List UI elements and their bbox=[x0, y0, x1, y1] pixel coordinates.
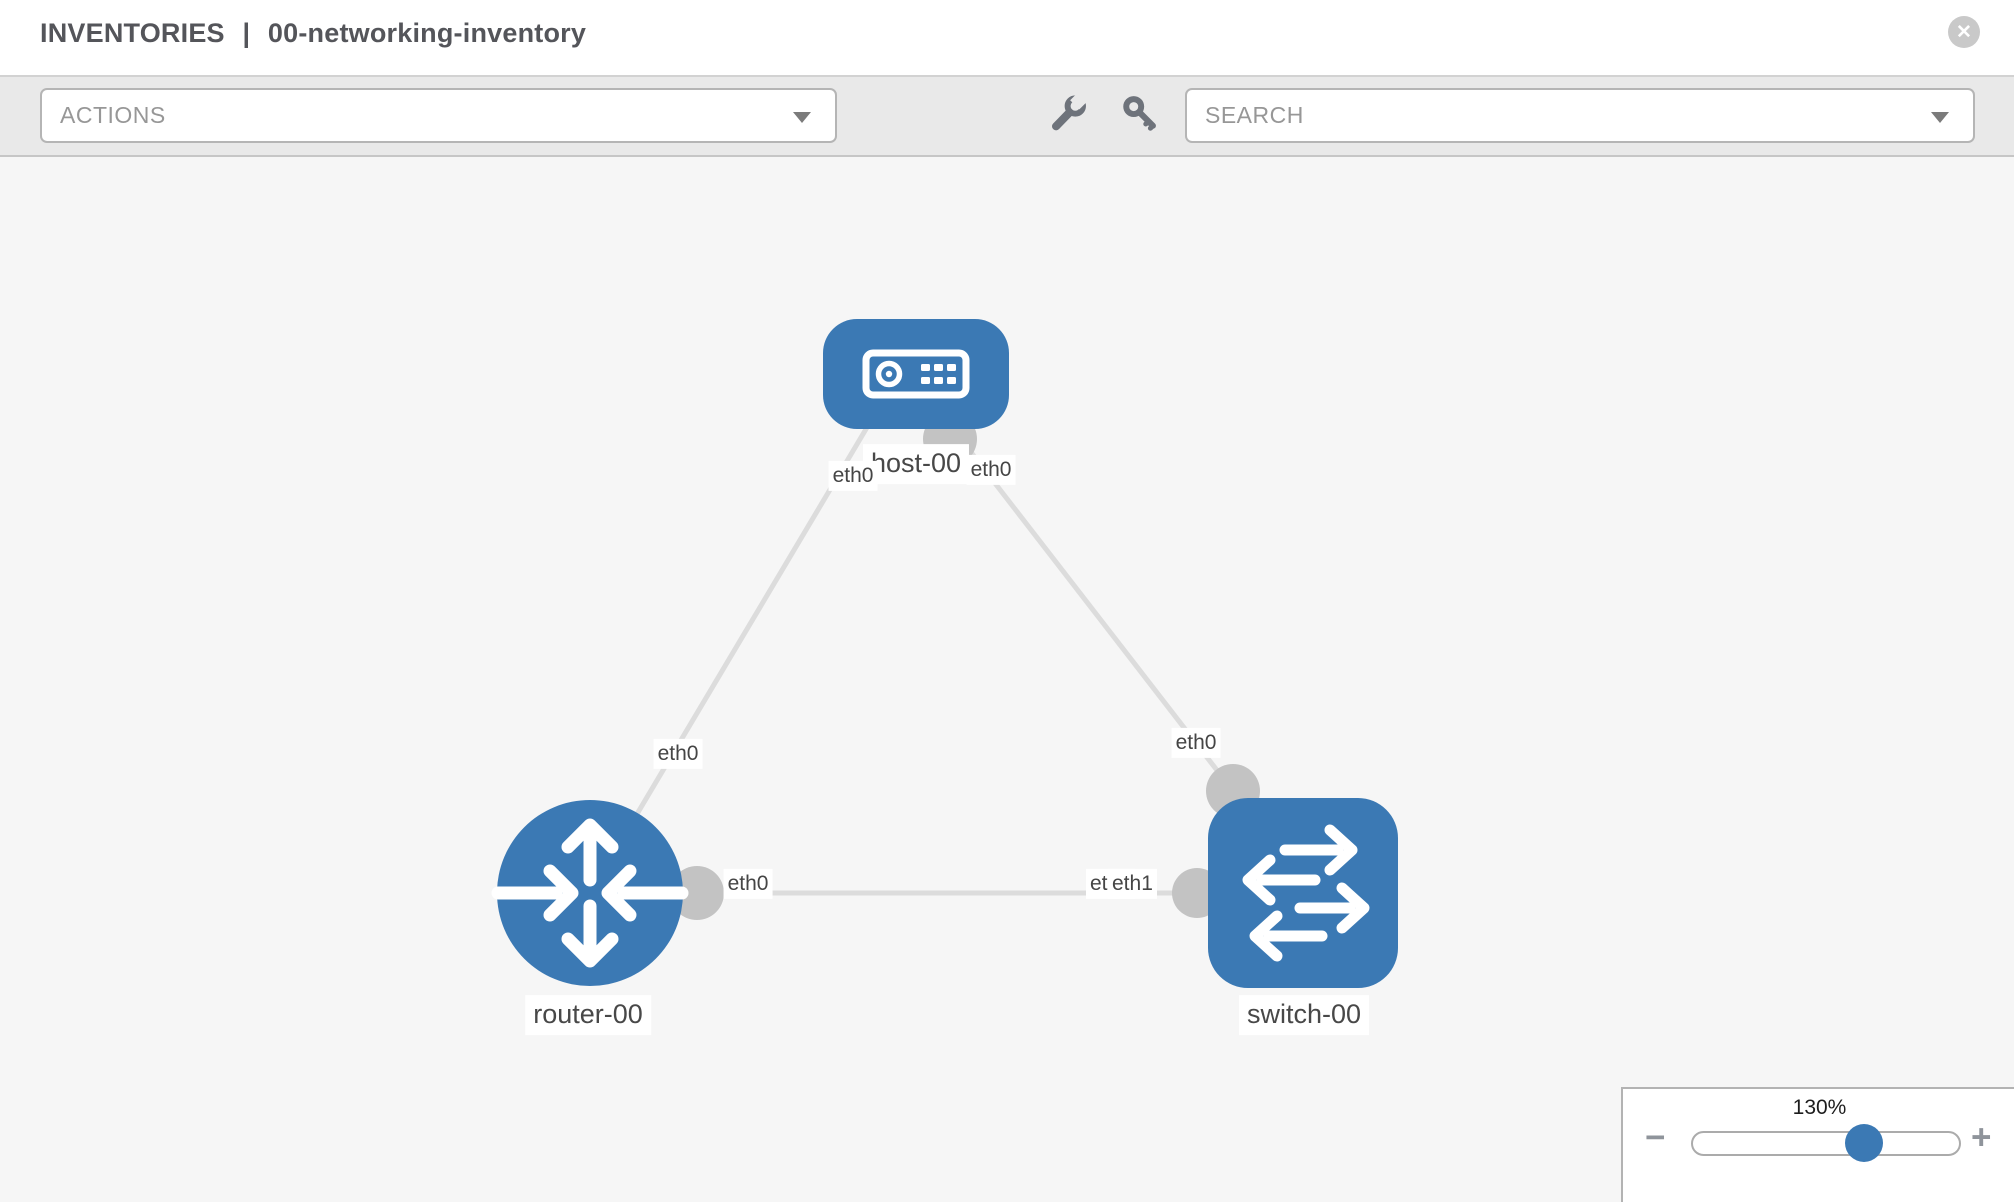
chevron-down-icon bbox=[1931, 112, 1949, 123]
interface-label-router-eth0: eth0 bbox=[723, 868, 773, 900]
actions-dropdown[interactable]: ACTIONS bbox=[40, 88, 837, 143]
actions-dropdown-label: ACTIONS bbox=[60, 102, 166, 128]
ports-layer bbox=[670, 412, 1260, 920]
toolbar: ACTIONS SEARC bbox=[0, 77, 2014, 157]
node-label-router[interactable]: router-00 bbox=[525, 995, 651, 1035]
chevron-down-icon bbox=[793, 112, 811, 123]
page-title: INVENTORIES | 00-networking-inventory bbox=[40, 18, 586, 49]
node-label-host[interactable]: host-00 bbox=[862, 444, 970, 484]
key-icon bbox=[1123, 96, 1156, 131]
title-prefix: INVENTORIES bbox=[40, 18, 225, 48]
zoom-slider-thumb[interactable] bbox=[1845, 1124, 1883, 1162]
port-router-eth0 bbox=[670, 866, 724, 920]
topology-graph bbox=[491, 319, 1398, 988]
search-dropdown[interactable]: SEARCH bbox=[1185, 88, 1975, 143]
zoom-level-value: 130% bbox=[1792, 1096, 1847, 1119]
close-icon: ✕ bbox=[1956, 21, 1972, 43]
close-button[interactable]: ✕ bbox=[1948, 16, 1980, 48]
node-switch[interactable] bbox=[1208, 798, 1398, 988]
header: INVENTORIES | 00-networking-inventory ✕ bbox=[0, 0, 2014, 77]
interface-label-router-eth0-uplink: eth0 bbox=[653, 738, 703, 770]
host-icon bbox=[862, 349, 970, 399]
zoom-out-button[interactable]: − bbox=[1645, 1118, 1666, 1157]
zoom-slider-track[interactable] bbox=[1691, 1131, 1961, 1156]
interface-label-host-eth0-right: eth0 bbox=[966, 454, 1016, 486]
topology-canvas[interactable]: host-00 eth0 eth0 eth0 eth0 eth0 eth0 et… bbox=[0, 157, 2014, 1202]
title-separator: | bbox=[242, 18, 251, 48]
zoom-in-button[interactable]: + bbox=[1971, 1118, 1992, 1157]
wrench-icon bbox=[1052, 91, 1089, 131]
node-host[interactable] bbox=[823, 319, 1009, 429]
key-tool-button[interactable] bbox=[1118, 92, 1164, 143]
inventory-name: 00-networking-inventory bbox=[267, 18, 587, 48]
search-dropdown-label: SEARCH bbox=[1205, 102, 1304, 128]
switch-icon bbox=[1242, 824, 1370, 962]
zoom-control-panel: 130% − + bbox=[1621, 1087, 2014, 1202]
interface-label-host-eth0-left: eth0 bbox=[828, 460, 878, 492]
interface-label-switch-eth0: eth0 bbox=[1171, 727, 1221, 759]
interface-label-switch-eth1: eth1 bbox=[1108, 868, 1157, 900]
node-label-switch[interactable]: switch-00 bbox=[1238, 995, 1370, 1035]
node-router[interactable] bbox=[491, 800, 689, 986]
links-layer bbox=[587, 417, 1303, 896]
router-icon bbox=[491, 818, 689, 968]
wrench-tool-button[interactable] bbox=[1048, 91, 1090, 139]
